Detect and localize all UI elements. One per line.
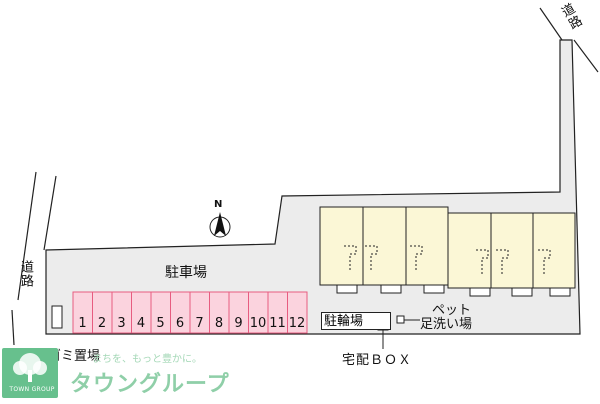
- parking-slot-number: 10: [249, 316, 267, 331]
- parking-slot-number: 4: [136, 316, 146, 331]
- road-label-left: 道路: [18, 260, 33, 288]
- building-right-block: [447, 212, 576, 289]
- parking-slot-number: 8: [214, 316, 224, 331]
- north-label: N: [214, 199, 223, 210]
- stair-marks: [344, 245, 551, 276]
- building-entries: [336, 284, 571, 297]
- parking-label: 駐車場: [165, 265, 207, 281]
- pet-label: ペット: [432, 303, 472, 318]
- building-left-block: [319, 206, 449, 286]
- parking-slot-number: 2: [97, 316, 107, 331]
- logo-small-text: TOWN GROUP: [9, 386, 55, 393]
- delivery-box-label: 宅配ＢＯＸ: [342, 353, 413, 368]
- bike-parking-label: 駐輪場: [321, 312, 391, 330]
- road-line-left-2: [43, 175, 57, 251]
- tree-icon: [13, 353, 47, 382]
- logo-slogan: まちを、もっと豊かに。: [92, 354, 202, 365]
- road-line-right-2: [573, 39, 599, 73]
- parking-slot-number: 12: [288, 316, 306, 331]
- road-line-left-1: [17, 171, 37, 301]
- parking-slot-number: 5: [156, 316, 165, 331]
- parking-slot-number: 6: [175, 316, 185, 331]
- parking-slot-number: 1: [78, 316, 87, 331]
- logo-badge: TOWN GROUP: [2, 348, 58, 398]
- foot-wash-label: 足洗い場: [420, 317, 473, 332]
- parking-slot-number: 11: [269, 316, 286, 331]
- foot-wash-marker: [396, 315, 405, 324]
- lot-area: [45, 39, 581, 335]
- garbage-area: [51, 305, 63, 329]
- parking-slot-number: 9: [234, 316, 243, 331]
- logo-name: タウングループ: [70, 372, 230, 397]
- garbage-label: ゴミ置場: [48, 349, 101, 364]
- road-line-right-1: [539, 7, 563, 41]
- parking-slot-number: 7: [195, 316, 204, 331]
- parking-dividers: [92, 292, 288, 333]
- parking-slot-number: 3: [117, 316, 126, 331]
- company-logo: TOWN GROUP まちを、もっと豊かに。 タウングループ: [0, 346, 240, 400]
- road-line-left-3: [11, 309, 15, 346]
- north-arrow-icon: [209, 212, 231, 238]
